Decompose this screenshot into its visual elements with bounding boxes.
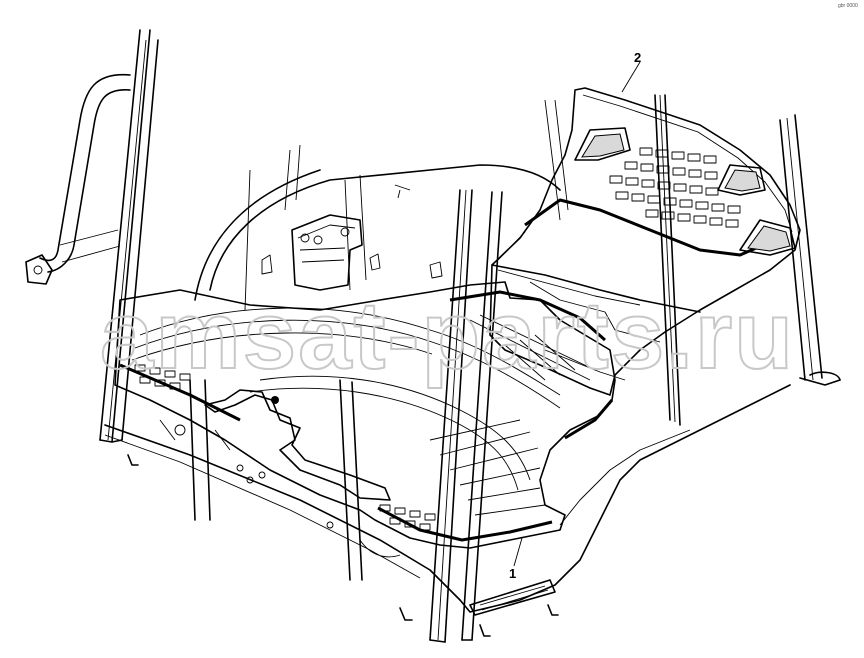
right-cab-pillars — [544, 99, 841, 386]
grab-handle — [25, 73, 131, 285]
watermark-text: amsat-parts.ru — [100, 282, 795, 389]
left-cab-pillars — [99, 29, 159, 443]
cab-rear-wall — [194, 144, 561, 311]
rear-wall-bracket — [291, 214, 363, 291]
rear-platform-mat — [489, 87, 801, 396]
main-floor-mat — [114, 281, 616, 549]
reference-code: gbr 0000 — [838, 3, 858, 9]
foreground-pillars — [189, 94, 681, 643]
callout-label-1: 1 — [509, 566, 517, 581]
watermark: amsat-parts.ru — [99, 281, 795, 390]
callout-leaders — [513, 61, 641, 567]
callout-label-2: 2 — [634, 50, 642, 65]
cab-floor-base — [104, 384, 791, 637]
